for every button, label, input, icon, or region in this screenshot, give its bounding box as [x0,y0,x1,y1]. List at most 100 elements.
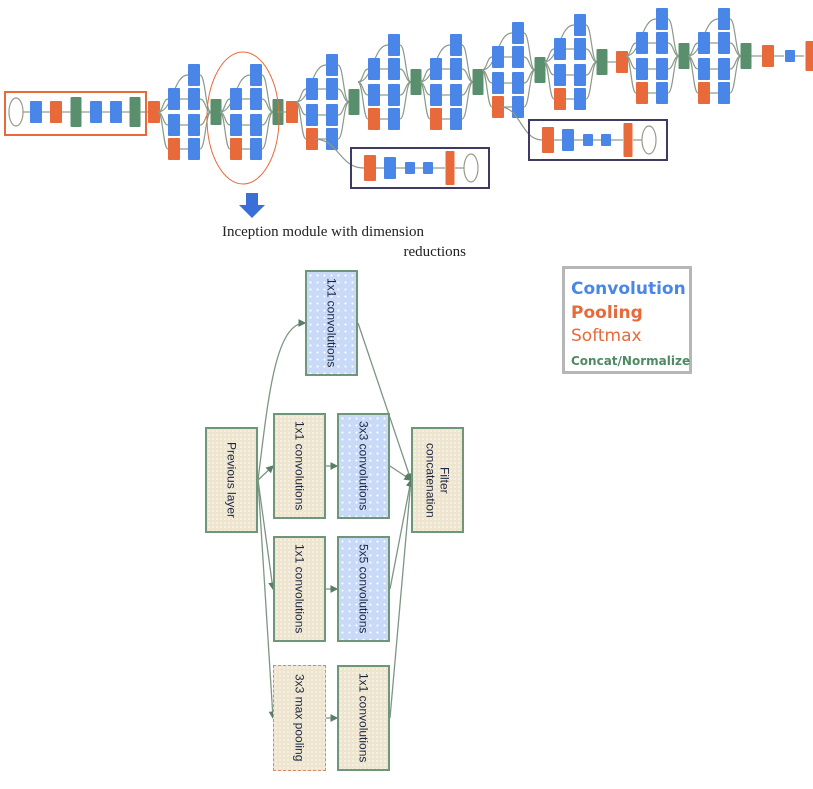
inception-4a-1x1 [326,54,338,76]
network-edge [399,68,412,83]
inception-3b-pool-proj [250,138,262,160]
aux-classifier-2-box [528,119,668,161]
inception-4e-pool-proj [574,88,586,110]
maxpool-3 [286,101,298,123]
maxpool-2 [148,101,160,123]
inception-4e-3x3-reduce [554,38,566,60]
stem-conv-1 [30,101,42,123]
inception-3a-3x3-reduce [168,88,180,110]
fc-layer [785,50,795,62]
inception-3b-3x3-reduce [230,88,242,110]
googlenet-architecture-diagram [4,8,813,189]
network-edge [499,106,543,141]
network-edge [585,24,598,63]
module-3x3-max-pooling: 3x3 max pooling [273,665,326,771]
module-1x1-conv-branch1-label: 1x1 convolutions [324,278,339,368]
input-node [8,97,24,127]
stem-conv-4 [90,101,102,123]
aux-classifier-2-avgpool [542,127,554,153]
caption-line-1: Inception module with dimension [222,224,425,240]
network-edge [523,32,536,71]
module-1x1-conv-pool-proj-label: 1x1 convolutions [356,673,371,763]
network-edge [295,101,307,140]
network-edge [585,48,598,63]
network-edge [523,56,536,71]
network-edge [399,44,412,83]
inception-4a-3x3-reduce [306,78,318,100]
caption-line-2: reductions [403,244,466,260]
inception-3b-1x1 [250,64,262,86]
inception-3a-pool-proj [188,138,200,160]
inception-4e-1x1 [574,14,586,36]
inception-5b-1x1 [718,8,730,30]
inception-3a-3x3 [188,88,200,110]
inception-4e-3x3 [574,38,586,60]
avg-pool [762,45,774,67]
network-edge [461,68,474,83]
network-edge [419,81,431,120]
stem-conv-5 [110,101,122,123]
stem-highlight-box [4,91,147,136]
inception-5b-pool-proj [718,82,730,104]
network-edge [667,18,680,57]
inception-3a-1x1 [188,64,200,86]
network-edge [481,56,493,71]
module-previous-layer: Previous layer [205,427,258,533]
inception-4b-5x5-reduce [368,84,380,106]
inception-4a-pool-proj [326,128,338,150]
module-1x1-conv-reduce-5x5: 1x1 convolutions [273,536,326,642]
legend-pooling: Pooling [571,303,643,323]
inception-5a-3x3-reduce [636,32,648,54]
inception-3b-5x5 [250,114,262,136]
inception-4d-pool-proj [512,96,524,118]
inception-4e-pool [554,88,566,110]
network-edge [295,88,307,103]
network-edge [157,98,169,113]
stem-concat-6 [129,97,141,127]
module-edge-b2-to-concat [389,465,413,481]
network-edge [625,55,637,94]
network-edge [481,69,493,108]
inception-5b-3x3 [718,32,730,54]
network-edge [157,111,169,150]
network-edge [261,74,274,113]
inception-3b-pool [230,138,242,160]
network-edge [523,69,536,108]
inception-4e-5x5 [574,64,586,86]
network-edge [337,88,350,103]
network-edge [687,55,699,94]
aux-classifier-1-output [463,153,479,183]
inception-4d-5x5 [512,72,524,94]
inception-5a-5x5-reduce [636,58,648,80]
inception-4b-1x1 [388,34,400,56]
network-edge [199,98,212,113]
module-edge-prev-to-b2r [257,465,274,481]
module-caption: Inception module with dimension reductio… [222,222,466,262]
inception-4d-3x3-reduce [492,46,504,68]
inception-4a-pool [306,128,318,150]
aux-classifier-2-fc-3 [601,134,611,146]
inception-4b-5x5 [388,84,400,106]
network-edge [261,98,274,113]
inception-5b-concat [740,43,752,69]
module-3x3-conv-label: 3x3 convolutions [356,421,371,511]
module-filter-concatenation: Filter concatenation [411,427,464,533]
softmax-main [805,41,813,71]
inception-4b-pool-proj [388,108,400,130]
inception-4a-3x3 [326,78,338,100]
stem-concat-3 [70,97,82,127]
inception-4b-3x3-reduce [368,58,380,80]
aux-classifier-1-conv [384,157,396,179]
module-1x1-conv-reduce-3x3-label: 1x1 convolutions [292,421,307,511]
inception-4d-concat [534,57,546,83]
module-edge-b4-to-concat [389,478,415,719]
inception-4a-concat [348,89,360,115]
inception-3a-5x5-reduce [168,114,180,136]
inception-4e-5x5-reduce [554,64,566,86]
network-edge [543,48,555,63]
inception-4a-5x5-reduce [306,104,318,126]
legend: Convolution Pooling Softmax Concat/Norma… [562,266,692,374]
network-edge [667,42,680,57]
network-edge [729,18,742,57]
network-edge [219,98,231,113]
